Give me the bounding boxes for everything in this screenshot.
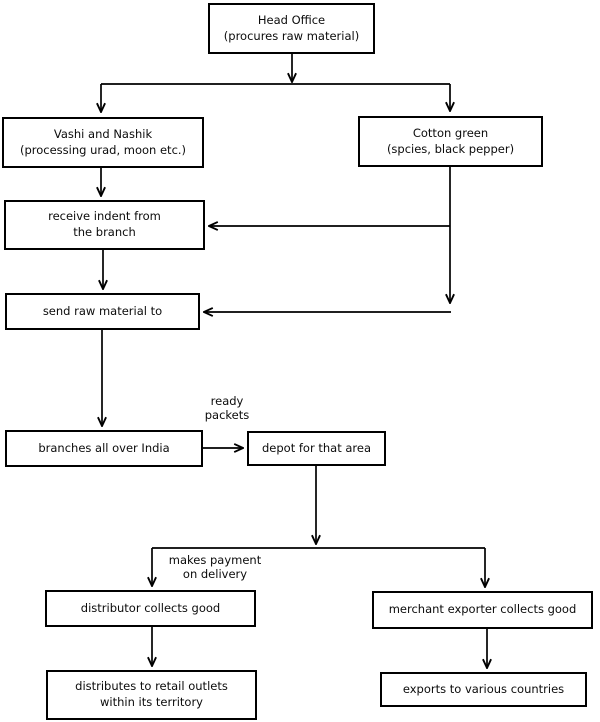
node-cotton-green: Cotton green (spcies, black pepper) — [358, 116, 543, 167]
node-send-raw-material: send raw material to — [5, 293, 200, 330]
node-distributes-retail-outlets: distributes to retail outlets within its… — [46, 670, 257, 720]
node-depot-for-area: depot for that area — [247, 431, 386, 466]
node-branches-all-over-india: branches all over India — [5, 430, 203, 467]
node-head-office: Head Office (procures raw material) — [208, 3, 375, 54]
node-merchant-exporter-collects: merchant exporter collects good — [372, 591, 593, 629]
node-vashi-nashik: Vashi and Nashik (processing urad, moon … — [2, 117, 204, 168]
label-ready-packets: ready packets — [204, 394, 250, 423]
node-exports-countries: exports to various countries — [380, 672, 587, 707]
node-receive-indent: receive indent from the branch — [4, 200, 205, 250]
label-makes-payment-on-delivery: makes payment on delivery — [168, 553, 262, 582]
node-distributor-collects: distributor collects good — [45, 590, 256, 627]
